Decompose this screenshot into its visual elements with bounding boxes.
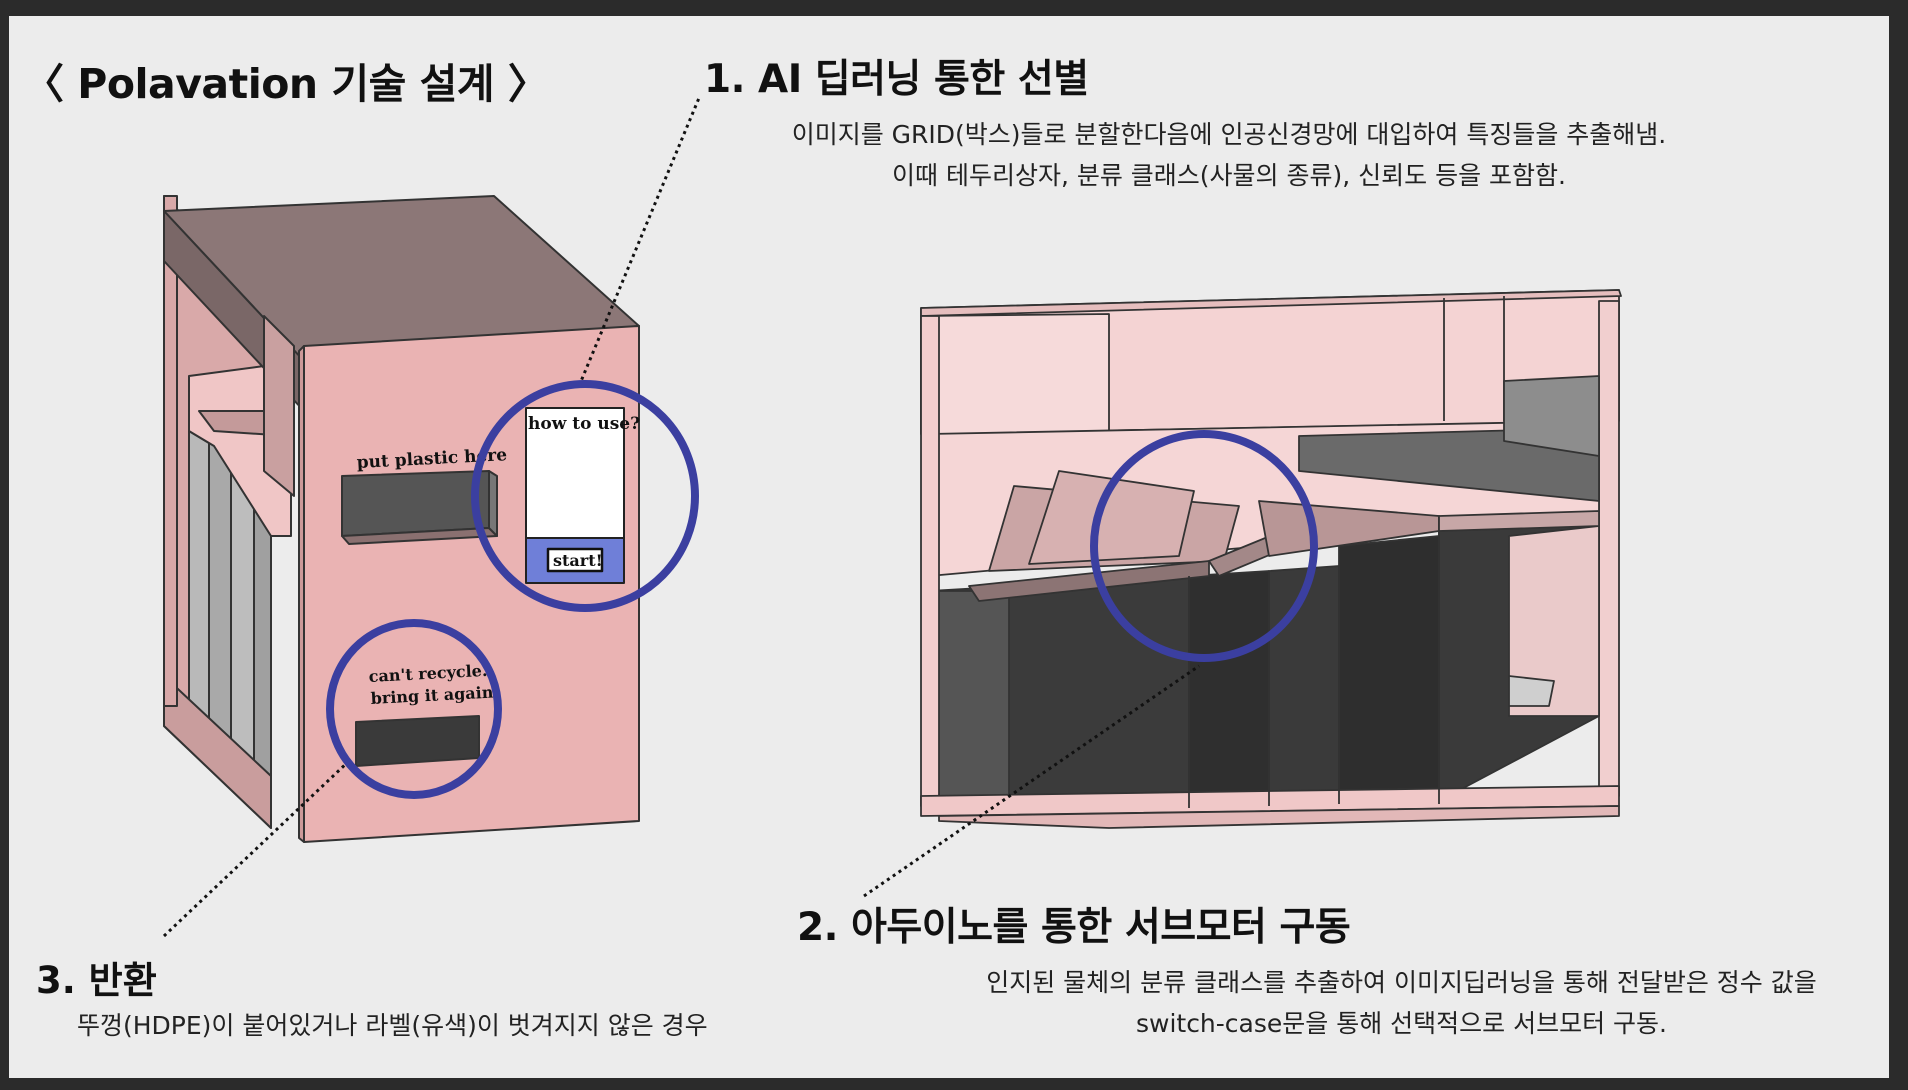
section1-line2: 이때 테두리상자, 분류 클래스(사물의 종류), 신뢰도 등을 포함함. bbox=[892, 161, 1566, 190]
start-button: start! bbox=[553, 551, 603, 570]
section2-heading: 2. 아두이노를 통한 서브모터 구동 bbox=[797, 905, 1351, 950]
leader-lines bbox=[162, 97, 1200, 938]
section2-description: 인지된 물체의 분류 클래스를 추출하여 이미지딥러닝을 통해 전달받은 정수 … bbox=[914, 962, 1889, 1044]
section1-heading: 1. AI 딥러닝 통한 선별 bbox=[704, 57, 1089, 102]
section1-description: 이미지를 GRID(박스)들로 분할한다음에 인공신경망에 대입하여 특징들을 … bbox=[729, 114, 1729, 196]
section3-description: 뚜껑(HDPE)이 붙어있거나 라벨(유색)이 벗겨지지 않은 경우 bbox=[77, 1011, 708, 1040]
illustration-canvas: put plastic here how to use? start! can'… bbox=[162, 97, 1622, 938]
section1-line1: 이미지를 GRID(박스)들로 분할한다음에 인공신경망에 대입하여 특징들을 … bbox=[791, 120, 1667, 149]
circle-screen bbox=[471, 380, 699, 612]
screen-title: how to use? bbox=[528, 414, 640, 434]
section2-line2: switch-case문을 통해 선택적으로 서브모터 구동. bbox=[1135, 1009, 1668, 1038]
section3-heading: 3. 반환 bbox=[36, 959, 157, 1002]
highlight-circles bbox=[326, 380, 1318, 799]
kiosk-model bbox=[163, 195, 640, 843]
section2-line1: 인지된 물체의 분류 클래스를 추출하여 이미지딥러닝을 통해 전달받은 정수 … bbox=[986, 968, 1817, 997]
slide: put plastic here how to use? start! can'… bbox=[9, 16, 1889, 1078]
circle-tray bbox=[1090, 430, 1318, 662]
page-title: 〈 Polavation 기술 설계 〉 bbox=[23, 60, 549, 108]
sorting-mechanism-model bbox=[920, 289, 1622, 829]
circle-return-slot bbox=[326, 619, 502, 799]
